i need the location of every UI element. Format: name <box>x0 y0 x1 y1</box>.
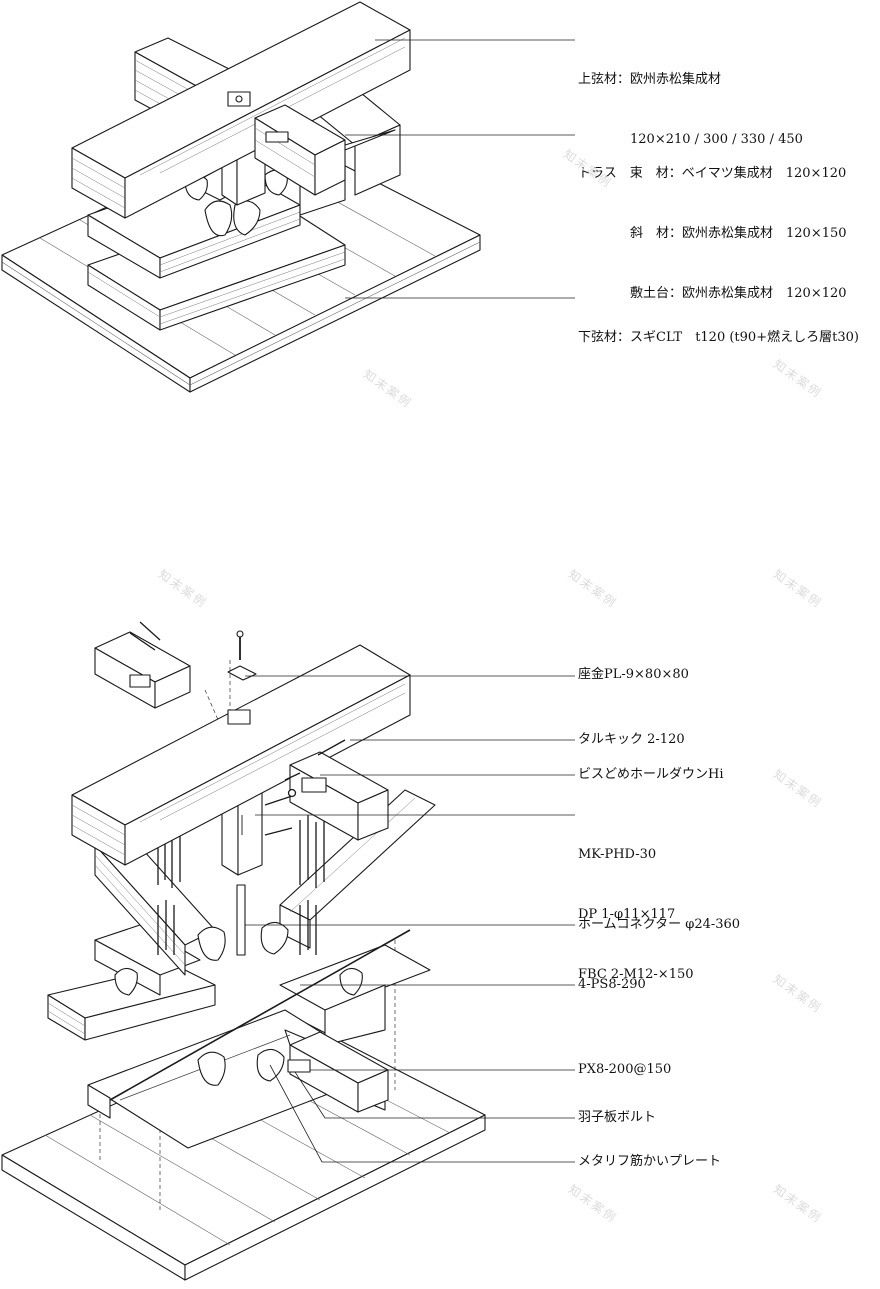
label-home-connector: ホームコネクター φ24-360 <box>578 917 741 932</box>
leader-lines-lower <box>245 675 575 1163</box>
label-ps8: 4-PS8-290 <box>578 977 646 992</box>
bolts-horizontal <box>264 772 301 836</box>
label-washer-plate: 座金PL-9×80×80 <box>578 667 689 682</box>
label-line: FBC 2-M12-×150 <box>578 967 694 982</box>
gusset-plates-lower <box>114 921 363 1086</box>
label-px8: PX8-200@150 <box>578 1062 672 1077</box>
label-line: 下弦材：スギCLT t120 (t90+燃えしろ層t30) <box>578 330 859 345</box>
holdown-block-lower <box>289 751 389 841</box>
label-line: 上弦材：欧州赤松集成材 <box>578 72 722 87</box>
label-line: 敷土台：欧州赤松集成材 120×120 <box>578 286 847 301</box>
label-line: 120×210 / 300 / 330 / 450 <box>578 132 803 147</box>
sill-beams-upper <box>87 164 346 331</box>
washer-plate-lower <box>227 630 257 681</box>
label-tarukick: タルキック 2-120 <box>578 732 685 747</box>
top-chord-rear-lower <box>94 631 191 709</box>
top-chord-lower <box>71 644 411 866</box>
label-bottom-chord: 下弦材：スギCLT t120 (t90+燃えしろ層t30) <box>578 288 859 388</box>
upper-assembly <box>1 1 575 393</box>
lower-assembly <box>1 621 575 1281</box>
label-line: DP 1-φ11×117 <box>578 907 676 922</box>
label-holdown: ビスどめホールダウンHi <box>578 767 724 782</box>
label-metalif-plate: メタリフ筋かいプレート <box>578 1154 722 1169</box>
top-chord-front <box>254 104 346 196</box>
tarukick-screws <box>129 621 346 756</box>
label-truss: トラス 束 材：ベイマツ集成材 120×120 斜 材：欧州赤松集成材 120×… <box>578 124 847 344</box>
home-connector-rod <box>236 884 246 956</box>
label-top-chord: 上弦材：欧州赤松集成材 120×210 / 300 / 330 / 450 <box>578 30 803 190</box>
drift-pin-row <box>109 929 411 1101</box>
label-mk-phd: MK-PHD-30 DP 1-φ11×117 FBC 2-M12-×150 <box>578 805 694 1025</box>
label-hagoita-bolt: 羽子板ボルト <box>578 1110 657 1125</box>
label-line: トラス 束 材：ベイマツ集成材 120×120 <box>578 166 847 181</box>
label-line: MK-PHD-30 <box>578 847 657 862</box>
leader-lines-upper <box>345 39 575 299</box>
gusset-plates-upper <box>184 169 288 237</box>
label-line: 斜 材：欧州赤松集成材 120×150 <box>578 226 847 241</box>
